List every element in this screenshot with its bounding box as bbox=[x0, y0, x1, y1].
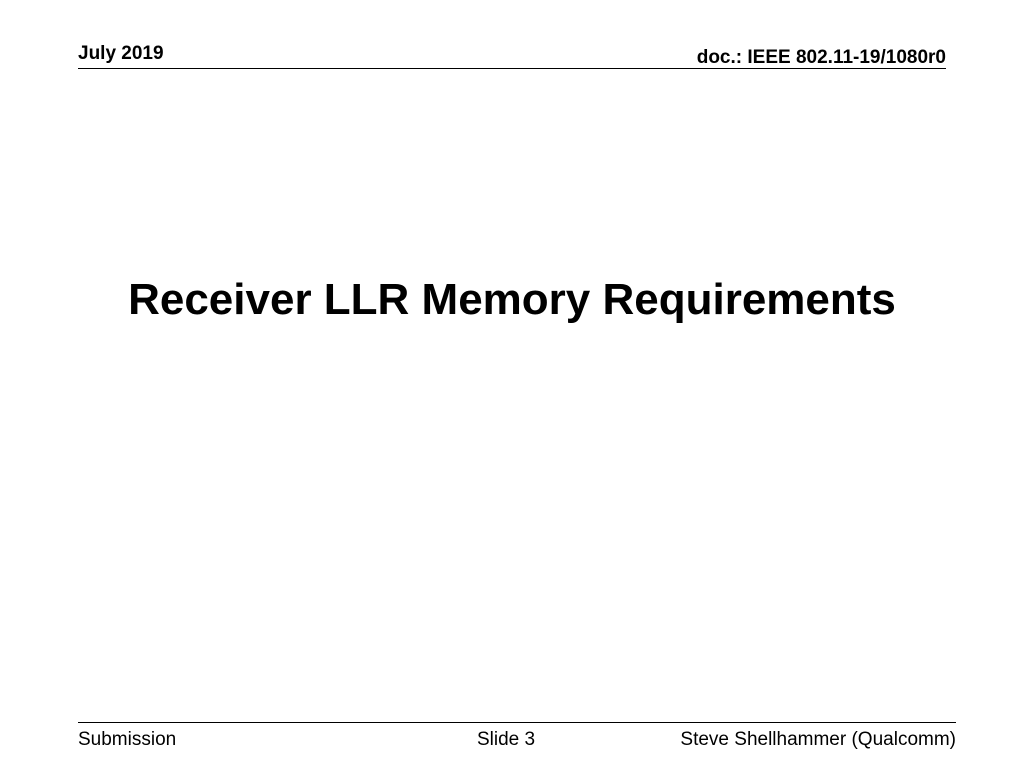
footer-divider bbox=[78, 722, 956, 723]
footer-slide-number: Slide 3 bbox=[477, 729, 536, 750]
header-divider bbox=[78, 68, 946, 69]
footer-author: Steve Shellhammer (Qualcomm) bbox=[680, 729, 956, 750]
header-date: July 2019 bbox=[78, 43, 164, 64]
footer-submission: Submission bbox=[78, 729, 177, 750]
slide-title: Receiver LLR Memory Requirements bbox=[128, 275, 896, 324]
header-doc-number: doc.: IEEE 802.11-19/1080r0 bbox=[696, 47, 946, 68]
